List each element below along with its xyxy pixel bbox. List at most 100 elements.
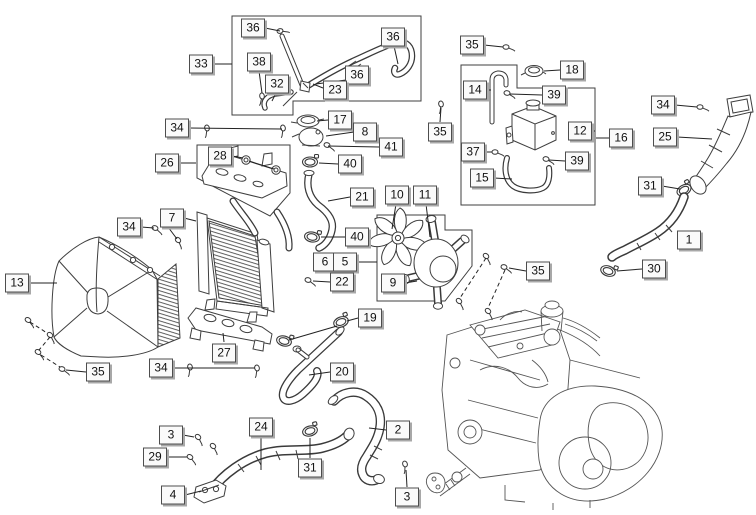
leader-line [308,371,331,376]
leader-line [325,131,355,137]
radiator-bracket-upper [201,145,288,199]
callout-9[interactable]: 9 [381,273,405,293]
bypass-hose [278,326,345,405]
leader-line [676,136,713,140]
callout-37[interactable]: 37 [461,142,485,162]
callout-14[interactable]: 14 [463,80,487,100]
callout-34[interactable]: 34 [651,95,675,115]
callout-1[interactable]: 1 [677,230,701,250]
callout-3[interactable]: 3 [395,487,419,507]
callout-34[interactable]: 34 [165,118,189,138]
leader-line [439,107,442,123]
leader-line [425,203,431,238]
leader-line [405,469,408,488]
leader-line [140,226,155,229]
hose-clamp [598,260,620,280]
callout-34[interactable]: 34 [149,358,173,378]
callout-19[interactable]: 19 [358,308,382,328]
leader-line [182,434,195,438]
engine-assembly [425,300,663,510]
callout-35[interactable]: 35 [86,362,110,382]
callout-33[interactable]: 33 [189,54,213,74]
radiator [196,197,293,317]
callout-18[interactable]: 18 [560,60,584,80]
outlet-pipe-flange [193,479,227,504]
callout-32[interactable]: 32 [265,74,289,94]
callout-35[interactable]: 35 [526,261,550,281]
leader-line [316,119,329,122]
leader-lines-layer [29,27,713,496]
callout-25[interactable]: 25 [653,127,677,147]
leader-line [661,185,681,190]
hose-clamp [303,227,323,244]
callout-36[interactable]: 36 [381,27,405,47]
callout-31[interactable]: 31 [298,458,322,478]
callout-35[interactable]: 35 [460,35,484,55]
callout-30[interactable]: 30 [642,259,666,279]
callout-40[interactable]: 40 [345,227,369,247]
thermostat-housing [291,127,324,147]
overflow-hose-upper [489,70,509,125]
callout-6[interactable]: 6 [313,252,337,272]
callout-20[interactable]: 20 [330,362,354,382]
callout-16[interactable]: 16 [609,128,633,148]
callout-4[interactable]: 4 [161,485,185,505]
callout-36[interactable]: 36 [345,65,369,85]
callout-41[interactable]: 41 [379,137,403,157]
hose-clamp [301,153,320,168]
leader-line [493,177,513,180]
callout-39[interactable]: 39 [565,151,589,171]
callout-24[interactable]: 24 [249,417,273,437]
callout-26[interactable]: 26 [155,153,179,173]
fan-pump-group-box [376,214,473,302]
leader-line [391,203,397,230]
leader-line [231,155,244,159]
callout-12[interactable]: 12 [568,121,592,141]
callout-11[interactable]: 11 [413,185,437,205]
leader-line [318,162,339,165]
callout-8[interactable]: 8 [353,122,377,142]
callout-21[interactable]: 21 [350,187,374,207]
leader-line [508,267,527,272]
callout-17[interactable]: 17 [328,110,352,130]
callout-27[interactable]: 27 [212,343,236,363]
leader-line [167,226,178,240]
callout-38[interactable]: 38 [247,52,271,72]
callout-29[interactable]: 29 [143,447,167,467]
water-pump [402,215,470,310]
callout-34[interactable]: 34 [117,217,141,237]
callout-40[interactable]: 40 [338,154,362,174]
breather-tube [279,33,305,88]
callout-2[interactable]: 2 [386,420,410,440]
callout-35[interactable]: 35 [428,122,452,142]
elbow-hose [261,89,294,111]
leader-line [65,369,87,373]
bent-hose [302,38,416,91]
leader-line [312,83,324,89]
fastener-chain-lines [29,257,506,368]
tee-fitting [282,80,311,107]
leader-line [184,490,202,496]
callout-36[interactable]: 36 [241,18,265,38]
callout-28[interactable]: 28 [208,146,232,166]
callout-23[interactable]: 23 [323,80,347,100]
callout-5[interactable]: 5 [333,252,357,272]
thermostat-cap [290,114,325,128]
bracket-grommet [241,155,251,165]
callout-39[interactable]: 39 [542,85,566,105]
callout-13[interactable]: 13 [5,273,29,293]
callout-22[interactable]: 22 [330,272,354,292]
callout-31[interactable]: 31 [638,176,662,196]
leader-line [393,45,399,65]
callout-7[interactable]: 7 [160,208,184,228]
cooling-fan [367,207,428,267]
callout-15[interactable]: 15 [470,168,494,188]
callout-3[interactable]: 3 [159,425,183,445]
reservoir-group-box [460,64,596,206]
leader-line [346,317,359,322]
overflow-hose-lower [502,155,553,194]
leader-line [222,332,225,343]
callout-10[interactable]: 10 [385,185,409,205]
